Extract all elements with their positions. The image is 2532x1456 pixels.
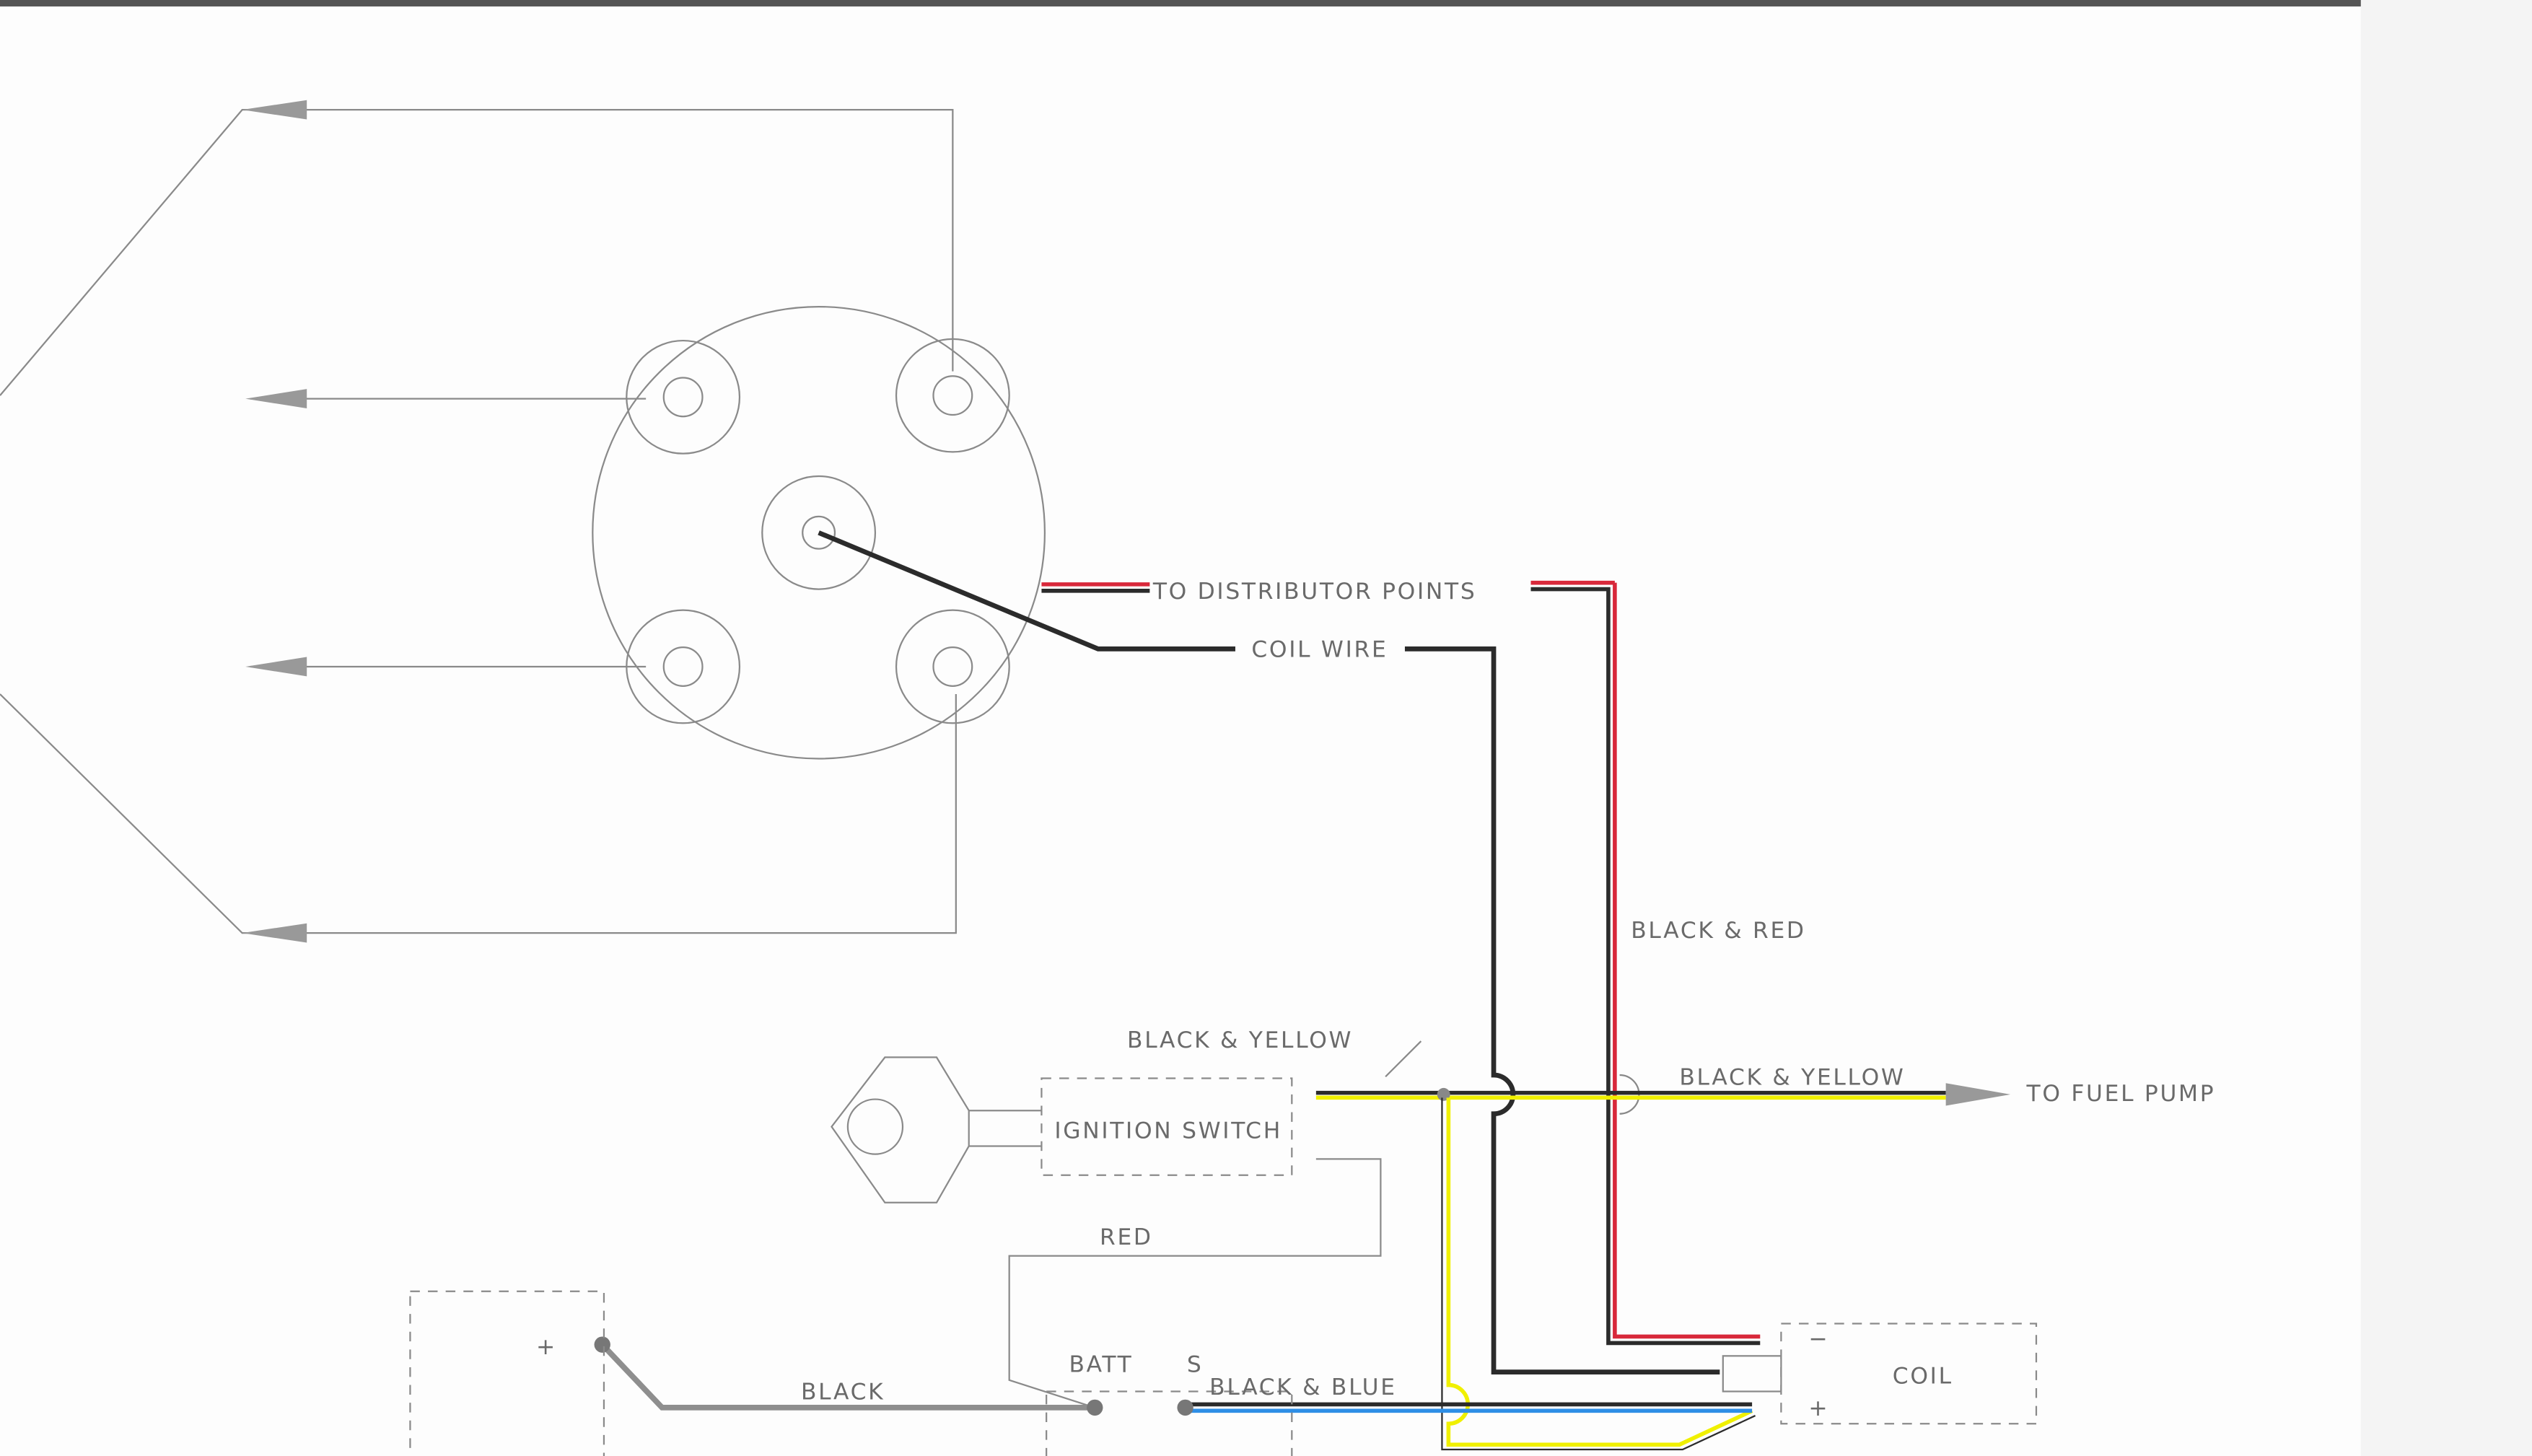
paper [0,0,2361,1456]
battery-wire [600,1342,1095,1411]
label-to-fuel-pump: TO FUEL PUMP [2026,1081,2216,1107]
arrow-head-icon [242,923,307,943]
arrow-head-icon [245,657,307,677]
distributor-points-wire [1041,580,1761,1346]
label-black: BLACK [801,1380,885,1405]
distributor-cap [592,305,1046,760]
arrow-head-icon [245,389,307,409]
coil-terminal [1722,1355,1782,1393]
s-terminal [1177,1399,1193,1416]
label-black-blue: BLACK & BLUE [1209,1374,1397,1400]
black-blue-wire [1186,1402,1753,1413]
arrow-head-icon [1945,1083,2011,1106]
label-s: S [1187,1352,1204,1378]
label-black-yellow-right: BLACK & YELLOW [1679,1064,1905,1090]
fuel-pump-wire [1315,1040,2011,1451]
label-batt: BATT [1069,1352,1133,1378]
label-black-yellow-upper: BLACK & YELLOW [1127,1027,1353,1053]
label-black-red: BLACK & RED [1631,918,1805,944]
label-coil: COIL [1893,1363,1953,1389]
label-to-distributor-points: TO DISTRIBUTOR POINTS [1152,579,1477,605]
label-coil-plus: + [1808,1395,1829,1421]
label-ignition-switch: IGNITION SWITCH [1054,1118,1282,1144]
solenoid-box [1046,1390,1293,1456]
arrow-head-icon [242,100,307,120]
label-red: RED [1100,1224,1153,1250]
label-coil-wire: COIL WIRE [1251,637,1388,663]
ignition-key-icon [831,1056,1042,1203]
label-coil-minus: − [1808,1326,1829,1352]
scan-edge [0,0,2361,6]
battery-box [409,1290,605,1456]
batt-terminal [1087,1399,1103,1416]
battery-terminal [594,1336,610,1353]
ignition-switch-box [1041,1077,1293,1176]
spark-plug-leads [0,100,957,943]
label-battery-plus: + [536,1334,557,1360]
red-wire [1008,1158,1382,1408]
